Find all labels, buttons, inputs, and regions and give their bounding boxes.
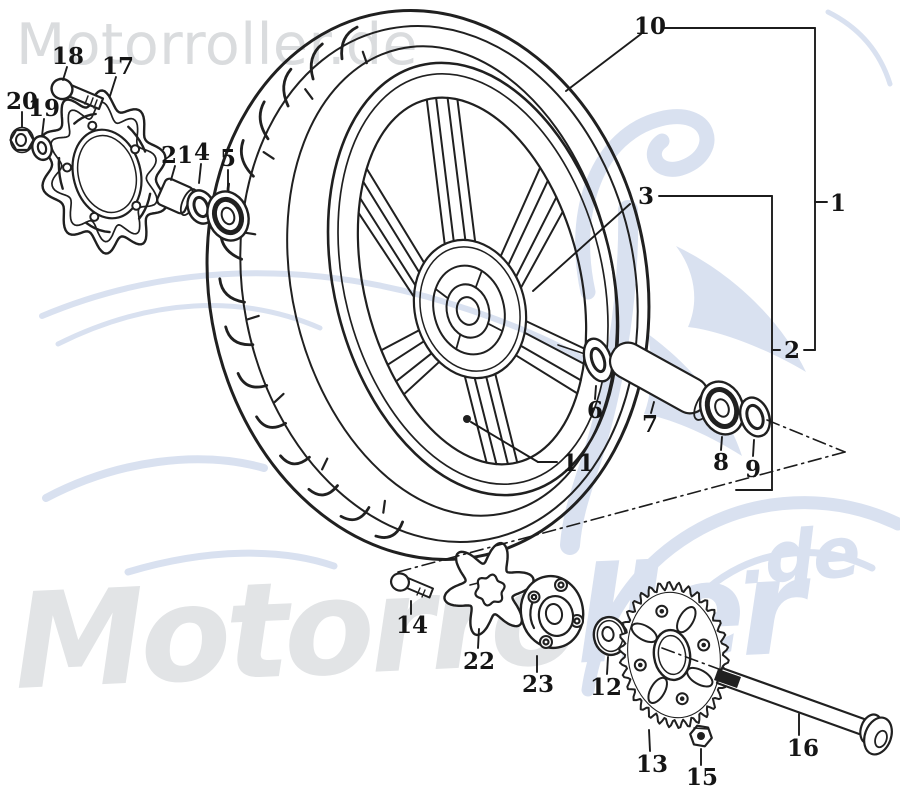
emblem-swoosh-bottom: [124, 549, 338, 576]
part-number-6: 6: [587, 397, 603, 424]
part-number-labels: 1 2 3 4 5 6 7 8 9 10 11 12 13 14 15 16 1…: [6, 13, 846, 791]
axle-nut-15: [689, 724, 713, 748]
part-number-22: 22: [463, 648, 495, 675]
part-number-2: 2: [784, 337, 800, 364]
emblem-tail-ribbon: [560, 200, 639, 555]
part-number-7: 7: [642, 411, 658, 438]
part-number-5: 5: [220, 145, 236, 172]
part-number-9: 9: [745, 456, 761, 483]
emblem-wing-tip: [825, 9, 893, 87]
part-number-17: 17: [102, 53, 134, 80]
part-number-3: 3: [638, 183, 654, 210]
emblem-loop: [575, 109, 715, 300]
part-number-19: 19: [28, 95, 60, 122]
part-number-18: 18: [52, 43, 84, 70]
brake-disc: [40, 89, 168, 255]
part-number-20: 20: [6, 88, 38, 115]
disc-bolt-18: [50, 77, 105, 111]
emblem-swoosh-left-2: [55, 303, 323, 347]
hub: [412, 238, 528, 380]
axle-axis-dash-dot: [397, 419, 846, 672]
watermark-top-text: Motorroller.de: [16, 12, 418, 78]
bearing-8: [699, 380, 745, 436]
part-number-15: 15: [686, 764, 718, 791]
part-number-13: 13: [636, 751, 668, 778]
part-number-11: 11: [562, 450, 594, 477]
emblem-swoosh-left-3: [42, 455, 268, 502]
part-number-21: 21: [161, 142, 193, 169]
seal-9: [738, 396, 772, 438]
part-number-16: 16: [787, 735, 819, 762]
part-number-14: 14: [396, 612, 428, 639]
spacer-bushing-21: [156, 177, 198, 217]
part-number-4: 4: [194, 139, 210, 166]
line-art: [9, 9, 893, 756]
part-number-23: 23: [522, 671, 554, 698]
valve-stem-dot: [463, 415, 471, 423]
emblem-swoosh-left-1: [39, 270, 591, 365]
part-number-8: 8: [713, 449, 729, 476]
callout-leader-lines: [21, 27, 846, 766]
washer-19: [31, 134, 53, 162]
cush-drive-damper-22: [443, 541, 535, 637]
chain-sprocket-13: [618, 581, 730, 729]
wheel-spokes: [357, 96, 587, 466]
hub-ribs: [434, 269, 504, 351]
rear-axle-16: [714, 666, 893, 756]
stud-bolt-14: [389, 572, 434, 599]
part-number-12: 12: [590, 674, 622, 701]
bearing-5: [206, 190, 250, 242]
emblem-wing-feather-1: [676, 246, 806, 372]
part-number-1: 1: [830, 190, 846, 217]
axle-nut-20: [9, 126, 35, 154]
rim: [326, 61, 620, 497]
sprocket-carrier-23: [519, 574, 585, 650]
watermark-domain-suffix: .de: [737, 511, 861, 601]
part-number-10: 10: [634, 13, 666, 40]
